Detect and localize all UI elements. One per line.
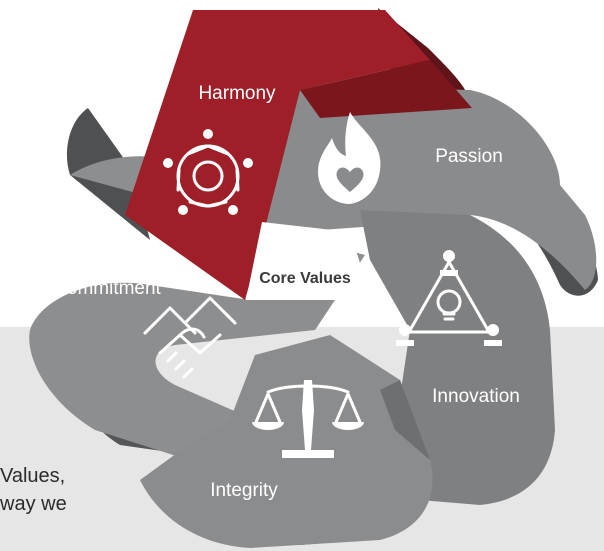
ribbon-integrity	[140, 335, 433, 548]
value-label-commitment: Commitment	[53, 278, 161, 299]
value-label-passion: Passion	[435, 146, 503, 167]
center-triangle	[246, 222, 372, 300]
value-label-innovation: Innovation	[432, 386, 520, 407]
flame-heart-icon	[318, 112, 381, 204]
scales-icon	[252, 380, 364, 458]
value-label-harmony: Harmony	[198, 83, 276, 104]
ribbon-passion	[225, 85, 597, 290]
ribbon-integrity-shade	[380, 380, 430, 460]
handshake-icon	[143, 296, 237, 379]
lightbulb-network-icon	[396, 250, 502, 346]
ribbon-harmony-shade	[300, 60, 472, 118]
background-text-line2: way we	[0, 493, 67, 515]
center-label: Core Values	[259, 270, 351, 287]
ribbon-commitment	[29, 156, 366, 470]
people-circle-icon	[163, 129, 253, 215]
value-label-integrity: Integrity	[210, 480, 278, 501]
background-text-line1: Values,	[0, 465, 66, 487]
ribbon-harmony	[125, 10, 430, 300]
